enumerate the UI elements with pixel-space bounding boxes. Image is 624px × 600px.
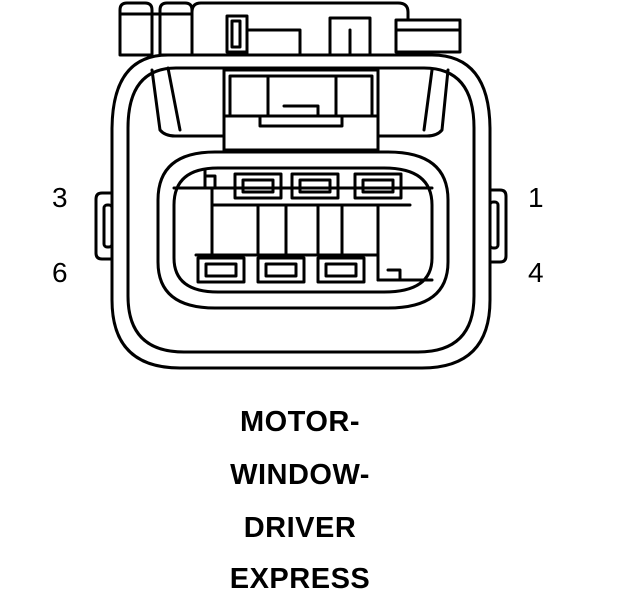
latch-tab-right [394, 18, 462, 54]
terminal-cavity [196, 256, 246, 284]
latch-tab-left [118, 1, 154, 57]
lock-structure [150, 66, 450, 152]
terminal-cavity [290, 172, 340, 200]
pin-label-3: 3 [52, 182, 68, 213]
housing-outer [110, 53, 492, 370]
cavity-outer [156, 150, 450, 310]
connector-title-line-2: WINDOW- [230, 459, 370, 491]
terminal-cavity [256, 256, 306, 284]
terminal-cavity [233, 172, 283, 200]
cavity-partitions [172, 168, 434, 282]
terminal-row-bottom [196, 256, 366, 284]
side-ear-right [488, 188, 508, 264]
housing-inner [126, 66, 476, 354]
terminal-cavity [316, 256, 366, 284]
side-ear-left [94, 191, 114, 261]
cavity-inner [172, 166, 434, 294]
pin-label-4: 4 [528, 257, 544, 288]
connector-title-line-1: MOTOR- [239, 406, 361, 438]
connector-title-line-3: DRIVER [243, 512, 357, 544]
terminal-cavity [353, 172, 403, 200]
connector-title-line-4: EXPRESS [229, 563, 371, 595]
latch-body [190, 1, 410, 57]
pin-label-1: 1 [528, 182, 544, 213]
terminal-row-top [233, 172, 403, 200]
top-latch [118, 1, 462, 57]
pin-label-6: 6 [52, 257, 68, 288]
latch-tab-left-2 [158, 1, 194, 57]
